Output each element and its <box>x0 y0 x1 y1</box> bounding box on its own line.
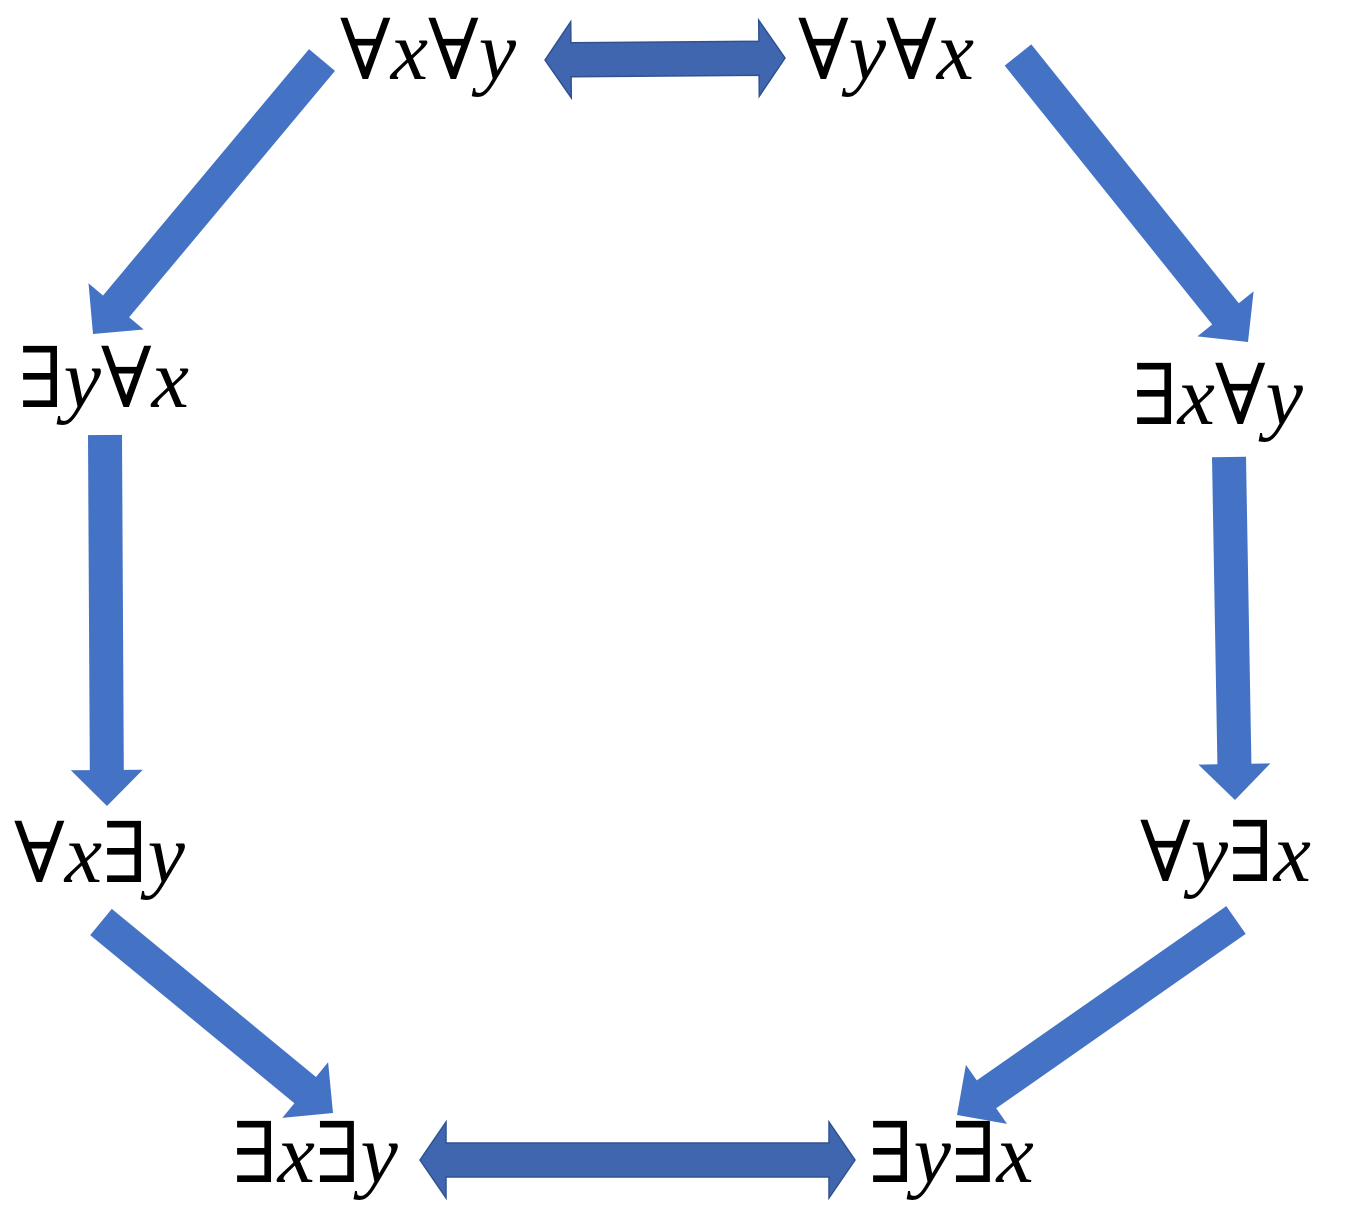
arrow-ayax-to-exay <box>1004 44 1254 343</box>
node-forall-y-exists-x: ∀y∃x <box>1140 807 1311 900</box>
node-exists-y-exists-x: ∃y∃x <box>868 1108 1034 1201</box>
arrow-exay-to-ayex <box>1198 456 1271 800</box>
node-forall-y-forall-x: ∀y∀x <box>798 5 974 98</box>
node-forall-x-forall-y: ∀x∀y <box>340 5 516 98</box>
arrow-ayex-to-eyex <box>957 906 1246 1124</box>
arrow-exey-to-eyex <box>419 1119 856 1201</box>
node-forall-x-exists-y: ∀x∃y <box>14 808 185 901</box>
arrow-axay-to-eyax <box>88 49 335 334</box>
arrow-axey-to-exey <box>90 908 333 1118</box>
arrow-eyax-to-axey <box>70 434 143 806</box>
node-exists-x-exists-y: ∃x∃y <box>232 1108 398 1201</box>
node-exists-y-forall-x: ∃y∀x <box>18 333 189 426</box>
arrow-axay-to-ayax <box>544 17 786 101</box>
node-exists-x-forall-y: ∃x∀y <box>1132 350 1303 443</box>
